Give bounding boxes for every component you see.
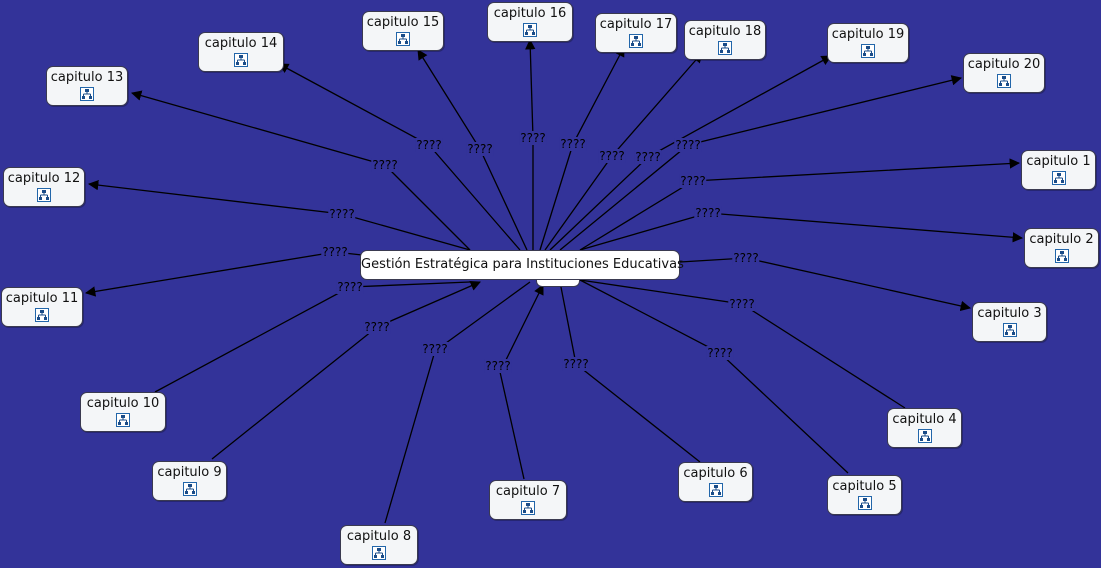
chapter-node-label: capitulo 5 (832, 479, 897, 494)
center-concept-label: Gestión Estratégica para Instituciones E… (361, 257, 684, 272)
chapter-node-c15[interactable]: capitulo 15 (362, 11, 444, 51)
connector-line-c3 (679, 257, 972, 312)
connector-line-c5 (579, 279, 849, 474)
chapter-node-c14[interactable]: capitulo 14 (198, 32, 284, 72)
chapter-node-c10[interactable]: capitulo 10 (80, 392, 166, 432)
chapter-node-label: capitulo 9 (157, 465, 222, 480)
connector-line-c2 (579, 212, 1024, 251)
concept-map-icon[interactable] (523, 22, 537, 37)
chapter-node-label: capitulo 3 (977, 306, 1042, 321)
chapter-node-c12[interactable]: capitulo 12 (3, 167, 85, 207)
connector-line-c9 (211, 280, 481, 460)
chapter-node-label: capitulo 4 (892, 412, 957, 427)
concept-map-icon[interactable] (708, 482, 723, 497)
link-label-c18[interactable]: ???? (598, 149, 626, 163)
chapter-node-c2[interactable]: capitulo 2 (1024, 228, 1099, 268)
link-label-c3[interactable]: ???? (732, 251, 760, 265)
chapter-node-label: capitulo 8 (346, 529, 412, 544)
chapter-node-c5[interactable]: capitulo 5 (827, 475, 902, 515)
chapter-node-label: capitulo 18 (688, 24, 762, 39)
chapter-node-label: capitulo 1 (1026, 154, 1091, 169)
chapter-node-c17[interactable]: capitulo 17 (595, 13, 677, 53)
concept-map-icon[interactable] (857, 495, 872, 510)
concept-map-icon[interactable] (116, 412, 130, 427)
chapter-node-label: capitulo 15 (366, 15, 440, 30)
link-label-c1[interactable]: ???? (679, 174, 707, 188)
chapter-node-c7[interactable]: capitulo 7 (489, 480, 567, 520)
link-label-c16[interactable]: ???? (519, 131, 547, 145)
chapter-node-label: capitulo 7 (495, 484, 561, 499)
chapter-node-label: capitulo 10 (86, 396, 160, 411)
concept-map-icon[interactable] (37, 187, 51, 202)
chapter-node-c18[interactable]: capitulo 18 (684, 20, 766, 60)
connector-line-c7 (499, 284, 544, 480)
concept-map-icon[interactable] (861, 43, 875, 58)
concept-map-icon[interactable] (396, 31, 410, 46)
connector-line-c1 (579, 158, 1021, 251)
link-label-c8[interactable]: ???? (421, 342, 449, 356)
concept-map-icon[interactable] (1051, 170, 1066, 185)
chapter-node-label: capitulo 17 (599, 17, 673, 32)
chapter-node-c6[interactable]: capitulo 6 (678, 462, 753, 502)
chapter-node-c20[interactable]: capitulo 20 (963, 53, 1045, 93)
chapter-node-c16[interactable]: capitulo 16 (487, 2, 573, 42)
link-label-c12[interactable]: ???? (328, 207, 356, 221)
concept-map-icon[interactable] (997, 73, 1011, 88)
connector-line-c6 (559, 281, 701, 463)
chapter-node-c8[interactable]: capitulo 8 (340, 525, 418, 565)
chapter-node-label: capitulo 16 (493, 6, 567, 21)
chapter-node-c9[interactable]: capitulo 9 (152, 461, 227, 501)
link-label-c10[interactable]: ???? (336, 280, 364, 294)
chapter-node-c19[interactable]: capitulo 19 (827, 23, 909, 63)
link-label-c6[interactable]: ???? (562, 357, 590, 371)
connector-line-c20 (559, 75, 963, 251)
link-label-c14[interactable]: ???? (415, 138, 443, 152)
link-label-c5[interactable]: ???? (706, 346, 734, 360)
chapter-node-label: capitulo 19 (831, 27, 905, 42)
link-label-c19[interactable]: ???? (634, 150, 662, 164)
link-label-c15[interactable]: ???? (466, 142, 494, 156)
concept-map-icon[interactable] (917, 428, 932, 443)
link-label-c2[interactable]: ???? (694, 206, 722, 220)
link-label-c9[interactable]: ???? (363, 320, 391, 334)
link-label-c20[interactable]: ???? (674, 138, 702, 152)
connector-line-c19 (549, 55, 832, 251)
concept-map-icon[interactable] (1054, 248, 1069, 263)
chapter-node-label: capitulo 14 (204, 36, 278, 51)
connector-line-c12 (87, 179, 471, 251)
concept-map-icon[interactable] (718, 40, 732, 55)
chapter-node-c11[interactable]: capitulo 11 (1, 287, 83, 327)
chapter-node-c13[interactable]: capitulo 13 (46, 66, 128, 106)
chapter-node-label: capitulo 6 (683, 466, 748, 481)
connector-line-c10 (154, 281, 471, 393)
chapter-node-label: capitulo 11 (5, 291, 79, 306)
chapter-node-label: capitulo 20 (967, 57, 1041, 72)
connector-line-c16 (525, 38, 536, 250)
link-label-c11[interactable]: ???? (321, 245, 349, 259)
concept-map-icon[interactable] (629, 33, 643, 48)
link-label-c13[interactable]: ???? (371, 158, 399, 172)
link-label-c4[interactable]: ???? (728, 297, 756, 311)
concept-map-icon[interactable] (1002, 322, 1017, 337)
chapter-node-c1[interactable]: capitulo 1 (1021, 150, 1096, 190)
concept-map-icon[interactable] (35, 307, 49, 322)
connector-line-c13 (130, 90, 471, 251)
concept-map-icon[interactable] (372, 545, 386, 560)
concept-map-icon[interactable] (521, 500, 535, 515)
concept-map-icon[interactable] (80, 86, 94, 101)
concept-map-icon[interactable] (234, 52, 248, 67)
chapter-node-c3[interactable]: capitulo 3 (972, 302, 1047, 342)
chapter-node-label: capitulo 13 (50, 70, 124, 85)
concept-map-icon[interactable] (182, 481, 197, 496)
chapter-node-label: capitulo 12 (7, 171, 81, 186)
chapter-node-label: capitulo 2 (1029, 232, 1094, 247)
center-concept-node[interactable]: Gestión Estratégica para Instituciones E… (360, 250, 684, 280)
chapter-node-c4[interactable]: capitulo 4 (887, 408, 962, 448)
link-label-c7[interactable]: ???? (484, 359, 512, 373)
link-label-c17[interactable]: ???? (559, 137, 587, 151)
